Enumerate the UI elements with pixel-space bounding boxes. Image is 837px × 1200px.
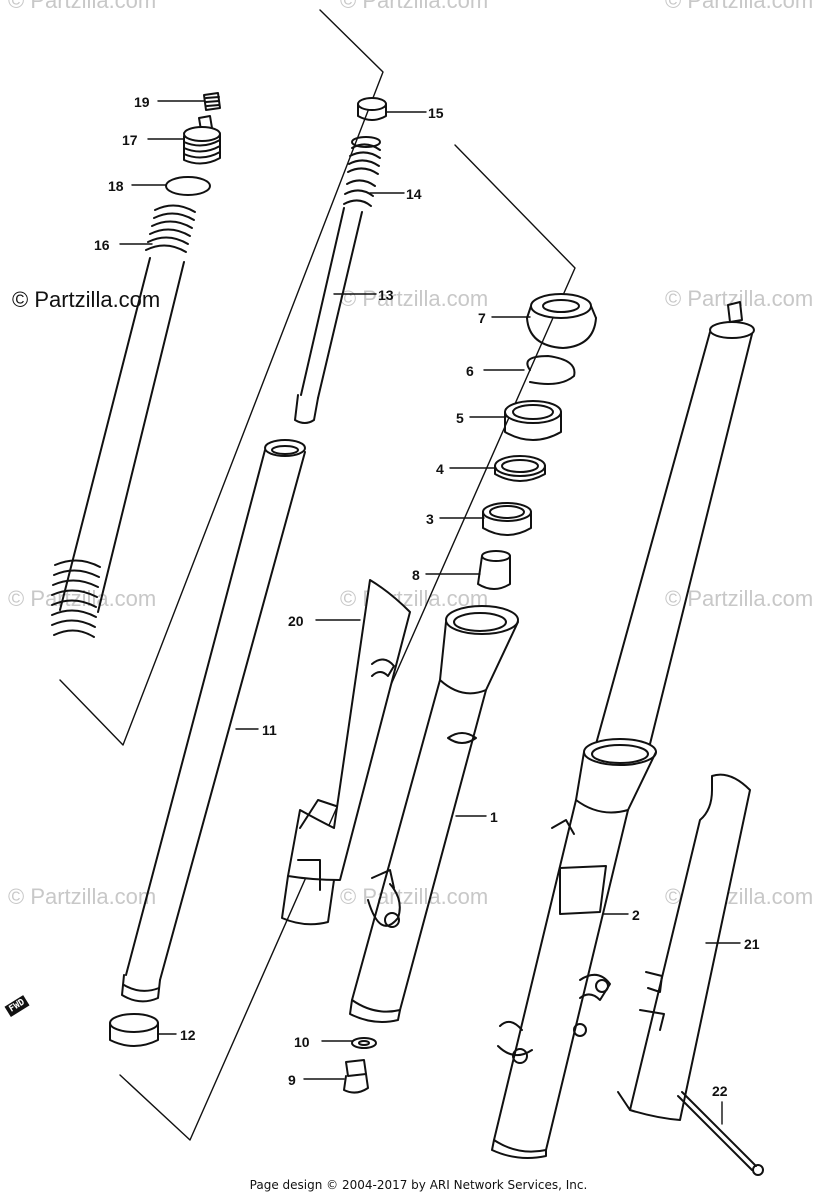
callout-8: 8: [412, 567, 420, 583]
callout-7: 7: [478, 310, 486, 326]
callout-22: 22: [712, 1083, 728, 1099]
footer-copyright: Page design © 2004-2017 by ARI Network S…: [249, 1178, 588, 1192]
watermark: © Partzilla.com: [340, 586, 489, 611]
right-inner-tube: [595, 301, 755, 753]
part-20-fork-cover: [281, 579, 411, 926]
part-8-spacer: [477, 550, 511, 590]
callout-18: 18: [108, 178, 124, 194]
part-22-pin: [677, 1091, 764, 1176]
watermark: © Partzilla.com: [665, 0, 814, 13]
callout-16: 16: [94, 237, 110, 253]
callout-17: 17: [122, 132, 138, 148]
part-3-seal-washer: [482, 502, 532, 536]
callout-6: 6: [466, 363, 474, 379]
part-16-spring: [51, 204, 196, 638]
part-15-bushing: [357, 97, 387, 121]
callout-10: 10: [294, 1034, 310, 1050]
part-5-oil-seal: [504, 400, 562, 441]
callout-21: 21: [744, 936, 760, 952]
watermark: © Partzilla.com: [340, 286, 489, 311]
group-bracket-left: [59, 9, 576, 1141]
callout-13: 13: [378, 287, 394, 303]
watermark: © Partzilla.com: [8, 0, 157, 13]
callout-labels: 19 17 18 16 15 14 13 7 6 5 4 3 8 20 11 1…: [94, 94, 760, 1099]
watermark: © Partzilla.com: [340, 0, 489, 13]
part-10-washer: [351, 1037, 377, 1049]
callout-4: 4: [436, 461, 444, 477]
part-17-cap-bolt: [183, 115, 221, 165]
watermark-main: © Partzilla.com: [12, 287, 161, 312]
watermark: © Partzilla.com: [8, 586, 157, 611]
part-4-ring: [494, 455, 546, 482]
part-1-outer-tube-left: [349, 605, 519, 1023]
part-6-stopper-ring: [526, 355, 576, 385]
part-13-damper-rod: [294, 207, 363, 424]
callout-2: 2: [632, 907, 640, 923]
part-14-rebound-spring: [343, 136, 381, 207]
callout-9: 9: [288, 1072, 296, 1088]
callout-20: 20: [288, 613, 304, 629]
part-9-bolt: [343, 1059, 369, 1094]
callout-3: 3: [426, 511, 434, 527]
callout-15: 15: [428, 105, 444, 121]
part-2-outer-tube-right: [491, 738, 657, 1159]
callout-19: 19: [134, 94, 150, 110]
watermark: © Partzilla.com: [340, 884, 489, 909]
part-19-bolt: [203, 92, 221, 111]
callout-5: 5: [456, 410, 464, 426]
part-11-inner-tube: [121, 439, 306, 1003]
callout-11: 11: [262, 722, 277, 738]
part-12-guide-bushing: [109, 1013, 159, 1047]
leader-lines: [119, 100, 741, 1125]
callout-1: 1: [490, 809, 498, 825]
part-7-dust-seal: [526, 293, 597, 349]
watermark: © Partzilla.com: [665, 586, 814, 611]
part-18-o-ring: [165, 176, 211, 196]
part-21-fork-cover: [617, 773, 751, 1121]
watermark: © Partzilla.com: [8, 884, 157, 909]
callout-12: 12: [180, 1027, 196, 1043]
callout-14: 14: [406, 186, 422, 202]
